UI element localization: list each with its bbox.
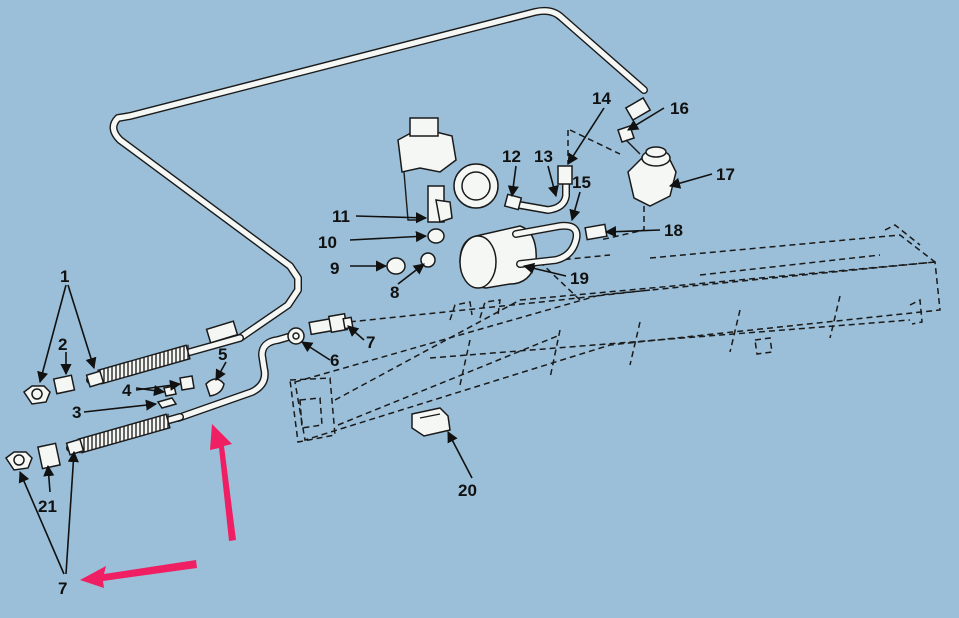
reservoir-drum [459, 221, 581, 289]
actuator-assembly [584, 96, 677, 241]
pink-arrow-leftward [80, 560, 197, 588]
callout-10: 10 [318, 233, 337, 252]
callout-3: 3 [72, 403, 81, 422]
pink-arrow-upward [210, 424, 236, 541]
callout-18: 18 [664, 221, 683, 240]
callout-19: 19 [570, 269, 589, 288]
callout-13: 13 [534, 147, 553, 166]
upper-line-fittings [503, 129, 621, 214]
valve-bracket-assembly [397, 117, 499, 223]
callout-1: 1 [60, 267, 69, 286]
callout-8: 8 [390, 283, 399, 302]
callout-14: 14 [592, 89, 611, 108]
callout-7-upper: 7 [366, 333, 375, 352]
trailer-frame [289, 224, 941, 443]
callout-16: 16 [670, 99, 689, 118]
callout-15: 15 [572, 173, 591, 192]
callout-9: 9 [330, 259, 339, 278]
brake-line-tube [109, 6, 648, 422]
callout-5: 5 [218, 345, 227, 364]
callout-20: 20 [458, 481, 477, 500]
callout-4: 4 [122, 381, 132, 400]
leader-lines [18, 107, 713, 575]
callout-2: 2 [58, 335, 67, 354]
upper-spring-hose [85, 320, 244, 388]
callout-21: 21 [38, 497, 57, 516]
callout-17: 17 [716, 165, 735, 184]
callout-12: 12 [502, 147, 521, 166]
callout-11: 11 [332, 207, 350, 226]
mounting-rail [319, 289, 651, 326]
lower-spring-hose [65, 413, 184, 456]
frame-bracket [411, 407, 451, 437]
callout-6: 6 [330, 351, 339, 370]
annotation-arrows [80, 424, 236, 588]
rail-fittings [287, 312, 354, 345]
callout-7-lower: 7 [58, 579, 67, 598]
callout-labels: 1 2 3 4 5 6 7 7 8 9 10 11 12 13 14 15 16… [38, 89, 735, 598]
left-fittings [4, 374, 225, 471]
